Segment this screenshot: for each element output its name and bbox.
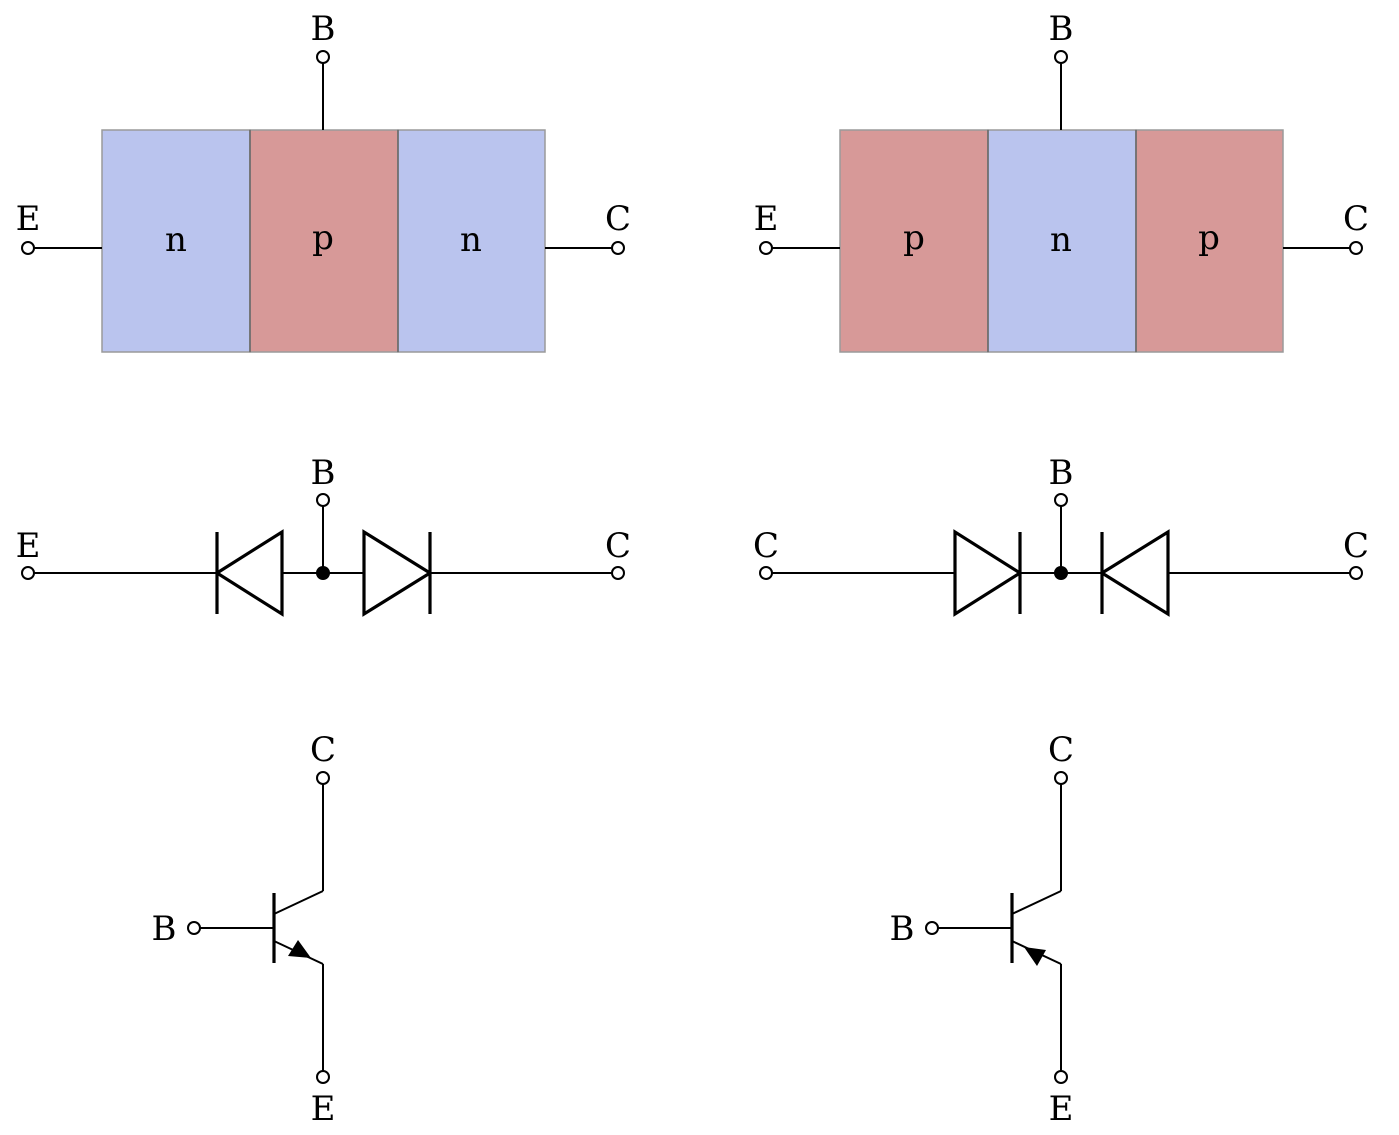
pnp-symbol-base-terminal xyxy=(925,921,939,935)
npn-symbol-emitter-label: E xyxy=(311,1089,336,1129)
pnp-region-1-label: p xyxy=(903,218,925,258)
pnp-block-collector-label: C xyxy=(1343,199,1369,239)
npn-symbol-base-terminal xyxy=(187,921,201,935)
npn-block-base-label: B xyxy=(311,9,336,49)
npn-diode-right-terminal xyxy=(611,566,625,580)
pnp-emitter-arrow xyxy=(1024,947,1046,966)
npn-left-diode xyxy=(214,529,284,617)
pnp-diode-base-label: B xyxy=(1049,453,1074,493)
pnp-transistor-symbol: C B E xyxy=(890,730,1075,1129)
npn-symbol-base-label: B xyxy=(152,909,177,949)
pnp-diode-junction-dot xyxy=(1054,566,1068,580)
npn-region-2 xyxy=(249,129,399,353)
npn-region-1 xyxy=(101,129,251,353)
pnp-symbol-base-label: B xyxy=(890,909,915,949)
pnp-block-base-label: B xyxy=(1049,9,1074,49)
pnp-region-1 xyxy=(839,129,989,353)
pnp-block-emitter-label: E xyxy=(754,199,779,239)
npn-diode-model: E C B xyxy=(16,453,631,617)
npn-diode-junction-dot xyxy=(316,566,330,580)
pnp-symbol-emitter-terminal xyxy=(1054,1070,1068,1084)
npn-diode-left-label: E xyxy=(16,526,41,566)
pnp-diode-left-terminal xyxy=(759,566,773,580)
pnp-diode-left-label: C xyxy=(753,526,779,566)
pnp-symbol-collector-label: C xyxy=(1048,730,1074,770)
pnp-block: p n p E C B xyxy=(754,9,1369,353)
npn-block-collector-label: C xyxy=(605,199,631,239)
npn-region-2-label: p xyxy=(312,218,334,258)
pnp-diode-model: C C B xyxy=(753,453,1369,617)
npn-block-emitter-terminal xyxy=(21,241,35,255)
pnp-block-emitter-terminal xyxy=(759,241,773,255)
npn-block-base-terminal xyxy=(316,50,330,64)
npn-symbol-emitter-terminal xyxy=(316,1070,330,1084)
npn-symbol-collector-label: C xyxy=(310,730,336,770)
pnp-region-3 xyxy=(1135,129,1284,353)
pnp-diode-right-terminal xyxy=(1349,566,1363,580)
pnp-symbol-collector-terminal xyxy=(1054,771,1068,785)
npn-block: n p n E C B xyxy=(16,9,631,353)
pnp-left-diode xyxy=(953,529,1023,617)
npn-transistor-symbol: C B E xyxy=(152,730,337,1129)
npn-region-3-label: n xyxy=(460,220,482,260)
npn-emitter-arrow xyxy=(288,940,311,958)
npn-region-1-label: n xyxy=(165,220,187,260)
pnp-symbol-emitter-label: E xyxy=(1049,1089,1074,1129)
npn-diode-right-label: C xyxy=(605,526,631,566)
npn-right-diode xyxy=(362,529,434,617)
npn-block-collector-terminal xyxy=(611,241,625,255)
pnp-block-base-terminal xyxy=(1054,50,1068,64)
pnp-region-2-label: n xyxy=(1050,220,1072,260)
npn-block-emitter-label: E xyxy=(16,199,41,239)
npn-diode-base-terminal xyxy=(316,493,330,507)
npn-symbol-collector-terminal xyxy=(316,771,330,785)
pnp-right-diode xyxy=(1098,529,1170,617)
pnp-diode-base-terminal xyxy=(1054,493,1068,507)
pnp-block-collector-terminal xyxy=(1349,241,1363,255)
npn-diode-left-terminal xyxy=(21,566,35,580)
npn-region-3 xyxy=(397,129,546,353)
pnp-diode-right-label: C xyxy=(1343,526,1369,566)
pnp-region-3-label: p xyxy=(1198,218,1220,258)
npn-diode-base-label: B xyxy=(311,453,336,493)
